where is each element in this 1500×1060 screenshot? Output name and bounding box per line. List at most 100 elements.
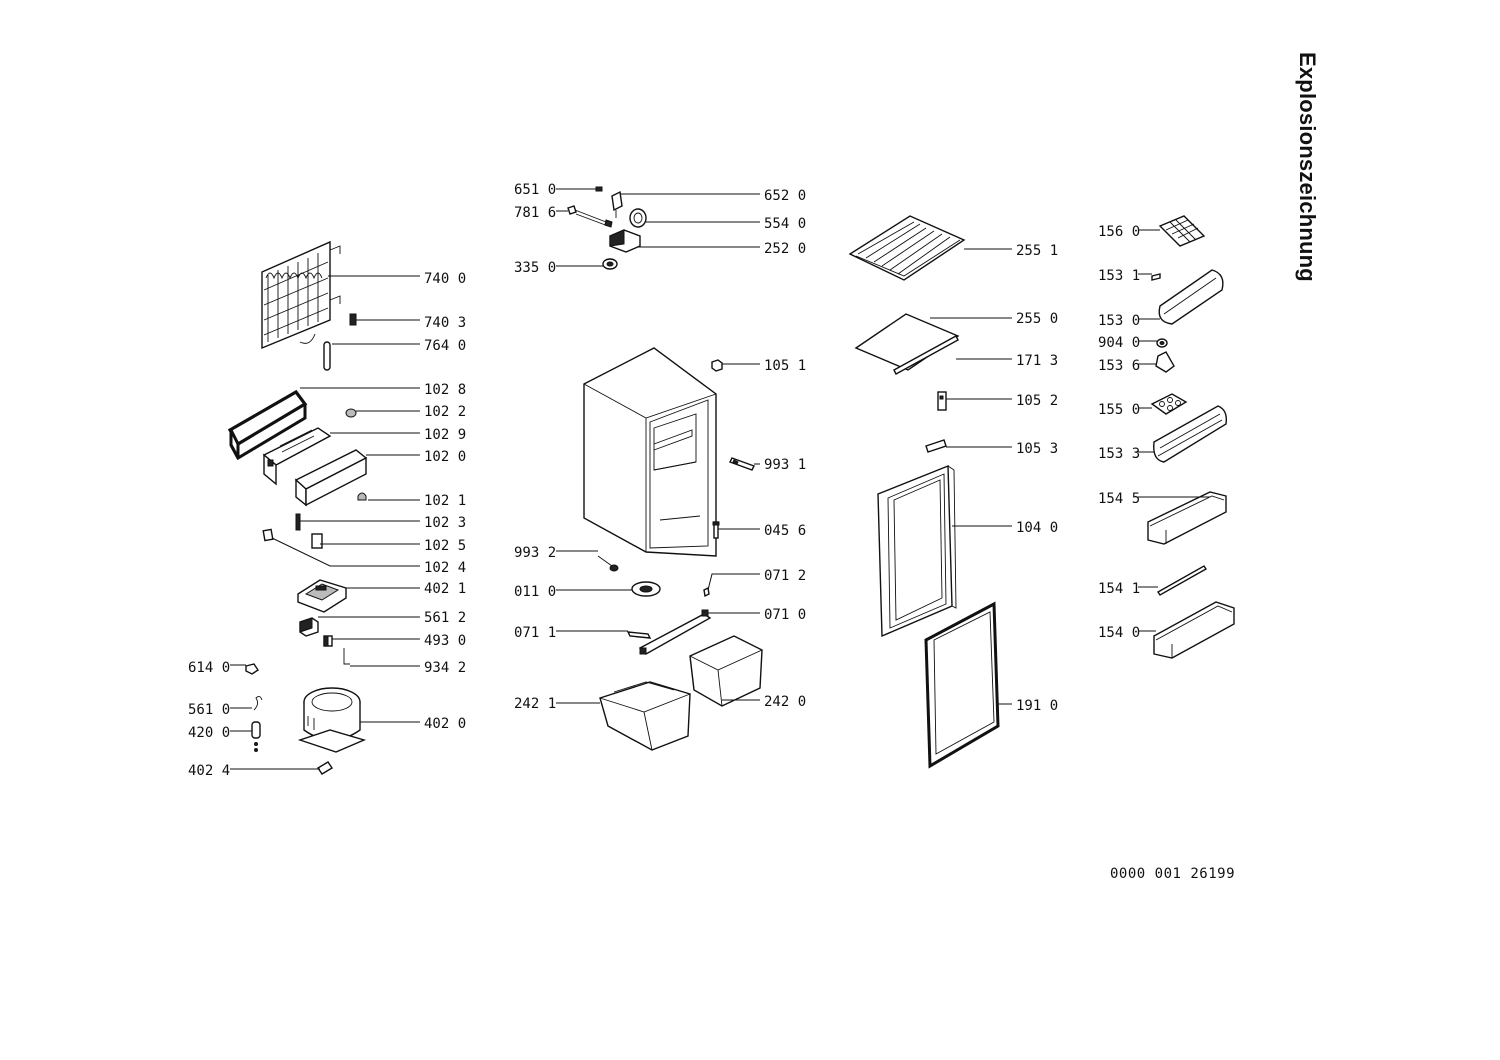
part-number-label: 102 2 xyxy=(424,404,466,420)
part-connector-7403 xyxy=(349,313,357,326)
part-drier-tube xyxy=(323,341,331,371)
callout-1053: 105 3 xyxy=(946,441,1058,457)
part-condenser xyxy=(261,240,341,350)
callout-1550: 155 0 xyxy=(1098,402,1152,418)
callout-1025: 102 5 xyxy=(320,538,466,554)
part-shelf-trim xyxy=(893,335,959,375)
part-hinge-0710 xyxy=(638,609,712,655)
part-number-label: 102 5 xyxy=(424,538,466,554)
part-clip-1053 xyxy=(925,439,947,453)
callout-2421: 242 1 xyxy=(514,696,600,712)
part-hinge-pin-0712 xyxy=(703,586,710,598)
part-shelf-glass xyxy=(854,313,960,371)
part-door-rack-1533 xyxy=(1153,405,1228,463)
callout-0710: 071 0 xyxy=(708,607,806,623)
part-ice-tray xyxy=(1158,215,1206,247)
callout-1530: 153 0 xyxy=(1098,313,1160,329)
leader-line xyxy=(271,537,420,567)
part-number-label: 104 0 xyxy=(1016,520,1058,536)
part-number-label: 105 2 xyxy=(1016,393,1058,409)
part-grommet-6140 xyxy=(245,663,259,675)
callout-7816: 781 6 xyxy=(514,205,568,221)
callout-7403: 740 3 xyxy=(356,315,466,331)
callout-1021: 102 1 xyxy=(368,493,466,509)
callout-1545: 154 5 xyxy=(1098,491,1210,507)
callout-1052: 105 2 xyxy=(946,393,1058,409)
part-number-label: 154 0 xyxy=(1098,625,1140,641)
part-number-label: 242 0 xyxy=(764,694,806,710)
part-number-label: 651 0 xyxy=(514,182,556,198)
callout-1541: 154 1 xyxy=(1098,581,1158,597)
part-number-label: 102 8 xyxy=(424,382,466,398)
part-gasket-frame xyxy=(227,389,308,461)
part-door-outer xyxy=(877,464,957,638)
callout-1533: 153 3 xyxy=(1098,446,1154,462)
part-number-label: 155 0 xyxy=(1098,402,1140,418)
part-knob-1022 xyxy=(345,408,357,418)
part-screw-0456 xyxy=(712,521,720,539)
callout-1020: 102 0 xyxy=(366,449,466,465)
callout-9931: 993 1 xyxy=(754,457,806,473)
callout-5612: 561 2 xyxy=(318,610,466,626)
part-clamp-4024 xyxy=(317,761,333,775)
part-clip-4930 xyxy=(323,635,333,647)
part-number-label: 011 0 xyxy=(514,584,556,600)
callout-1713: 171 3 xyxy=(956,353,1058,369)
part-cable-7816 xyxy=(567,205,613,228)
callout-0712: 071 2 xyxy=(707,568,806,591)
part-gasket-9931 xyxy=(729,457,755,471)
part-thermostat-housing xyxy=(262,427,332,486)
part-drain-9932 xyxy=(597,555,619,572)
callout-1536: 153 6 xyxy=(1098,358,1156,374)
part-lamp-holder-2520 xyxy=(609,229,641,253)
part-number-label: 904 0 xyxy=(1098,335,1140,351)
callout-0110: 011 0 xyxy=(514,584,632,600)
part-pin-1531 xyxy=(1151,273,1161,281)
part-crisper-2421 xyxy=(599,681,691,751)
part-relay-5612 xyxy=(299,617,319,637)
callout-1560: 156 0 xyxy=(1098,224,1160,240)
part-hinge-1052 xyxy=(937,391,947,411)
part-number-label: 561 2 xyxy=(424,610,466,626)
part-number-label: 102 4 xyxy=(424,560,466,576)
callout-9040: 904 0 xyxy=(1098,335,1157,351)
part-number-label: 191 0 xyxy=(1016,698,1058,714)
part-number-label: 153 0 xyxy=(1098,313,1140,329)
callout-1023: 102 3 xyxy=(300,515,466,531)
part-door-rack-1545 xyxy=(1147,491,1227,545)
part-number-label: 154 5 xyxy=(1098,491,1140,507)
part-starter-4200 xyxy=(251,721,261,752)
part-number-label: 934 2 xyxy=(424,660,466,676)
part-number-label: 153 3 xyxy=(1098,446,1140,462)
part-knob-5540 xyxy=(629,208,647,228)
callout-4200: 420 0 xyxy=(188,725,252,741)
callout-9932: 993 2 xyxy=(514,545,598,561)
part-number-label: 102 9 xyxy=(424,427,466,443)
callout-6520: 652 0 xyxy=(620,188,806,204)
part-number-label: 102 3 xyxy=(424,515,466,531)
part-wire-9342 xyxy=(343,648,350,665)
part-crisper-2420 xyxy=(689,635,763,707)
part-compressor xyxy=(297,687,367,753)
part-number-label: 252 0 xyxy=(764,241,806,257)
part-number-label: 764 0 xyxy=(424,338,466,354)
part-number-label: 255 1 xyxy=(1016,243,1058,259)
part-number-label: 242 1 xyxy=(514,696,556,712)
part-cabinet xyxy=(583,347,717,557)
callout-2550: 255 0 xyxy=(930,311,1058,327)
part-number-label: 105 3 xyxy=(1016,441,1058,457)
callout-1022: 102 2 xyxy=(356,404,466,420)
leader-line xyxy=(707,573,760,591)
part-relay-5610 xyxy=(253,695,263,711)
part-number-label: 402 1 xyxy=(424,581,466,597)
document-number: 0000 001 26199 xyxy=(1110,866,1236,882)
part-number-label: 071 0 xyxy=(764,607,806,623)
callout-1910: 191 0 xyxy=(996,698,1058,714)
callout-2520: 252 0 xyxy=(638,241,806,257)
part-thermostat-6520 xyxy=(611,190,623,218)
callout-1028: 102 8 xyxy=(300,382,466,398)
part-number-label: 554 0 xyxy=(764,216,806,232)
part-fan-0110 xyxy=(631,581,661,597)
